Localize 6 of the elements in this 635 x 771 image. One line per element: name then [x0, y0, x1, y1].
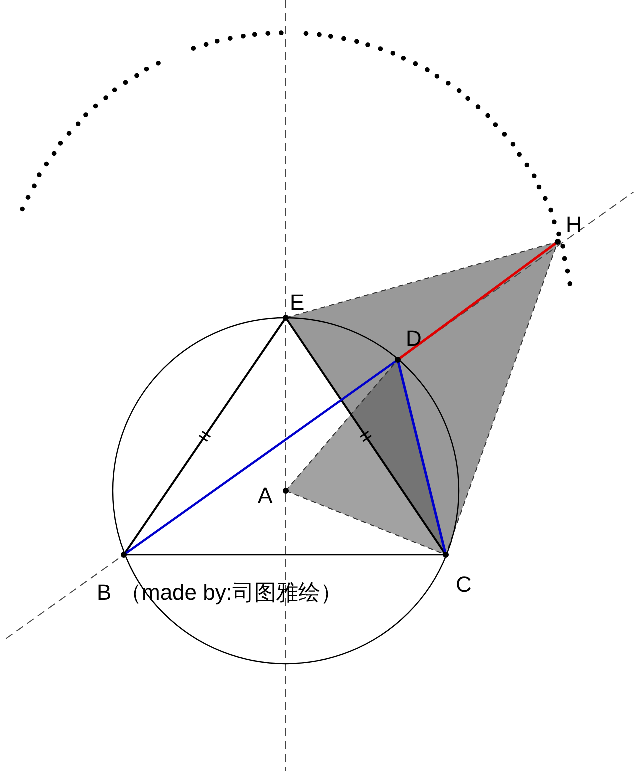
point-label: A [258, 485, 273, 507]
point-label: D [406, 328, 422, 350]
point-label: C [456, 574, 472, 596]
point-label: E [290, 292, 305, 314]
point-label: H [566, 214, 582, 236]
point-label: B [97, 582, 112, 604]
